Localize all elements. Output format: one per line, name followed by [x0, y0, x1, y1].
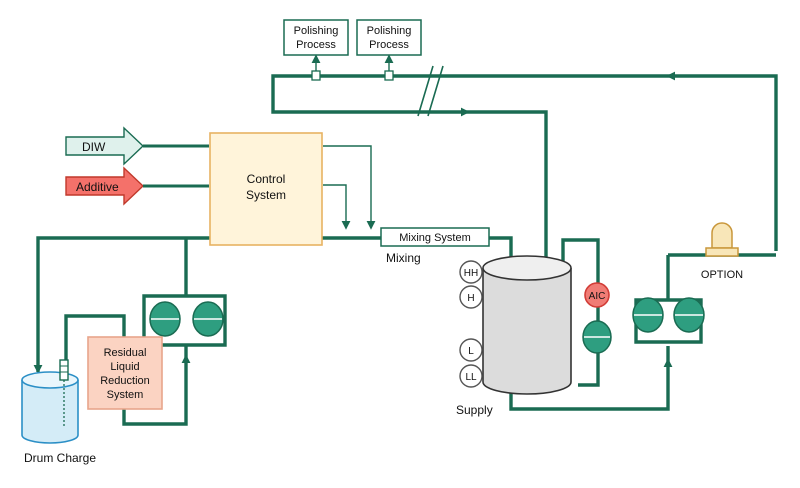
additive-bypass-line [323, 184, 351, 230]
residual-system-box: Residual Liquid Reduction System [87, 336, 163, 410]
level-switch-hh: HH [459, 260, 483, 284]
mixing-caption: Mixing [386, 251, 421, 265]
polishing-2-line1: Polishing [367, 25, 412, 37]
mixing-system-label: Mixing System [399, 232, 471, 244]
control-label-2: System [246, 188, 286, 202]
svg-text:H: H [467, 293, 474, 304]
mixing-system-box: Mixing System [380, 227, 490, 247]
diw-input-arrow: DIW [65, 126, 145, 166]
residual-line3: Reduction [100, 375, 150, 387]
svg-text:L: L [468, 346, 474, 357]
polishing-1-line2: Process [296, 39, 336, 51]
additive-label: Additive [76, 180, 119, 194]
polishing-2-valve [384, 70, 394, 81]
svg-text:HH: HH [464, 268, 478, 279]
left-pump-b [192, 301, 224, 337]
level-switch-l: L [459, 338, 483, 362]
right-pump-b [673, 297, 705, 333]
svg-text:AIC: AIC [589, 291, 606, 302]
drum-charge-label: Drum Charge [24, 451, 96, 465]
polishing-process-2: Polishing Process [356, 19, 422, 56]
supply-outlet-pipe [509, 346, 670, 411]
option-label: OPTION [701, 269, 743, 281]
polishing-1-valve [311, 70, 321, 81]
residual-line4: System [107, 389, 144, 401]
polishing-process-1: Polishing Process [283, 19, 349, 56]
level-switch-ll: LL [459, 364, 483, 388]
polishing-2-line2: Process [369, 39, 409, 51]
control-system-box: Control System [209, 132, 323, 246]
supply-label: Supply [456, 403, 493, 417]
option-beacon-icon [705, 222, 739, 257]
aic-indicator: AIC [584, 282, 610, 308]
diw-bypass-line [323, 145, 376, 230]
polishing-1-line1: Polishing [294, 25, 339, 37]
control-label-1: Control [247, 172, 286, 186]
additive-input-arrow: Additive [65, 166, 145, 206]
supply-tank [482, 255, 572, 395]
residual-line1: Residual [104, 347, 147, 359]
left-pump-a [149, 301, 181, 337]
right-pump-a [632, 297, 664, 333]
svg-text:LL: LL [465, 372, 477, 383]
level-switch-h: H [459, 285, 483, 309]
aic-pump [582, 320, 612, 354]
drum-charge-container [21, 359, 79, 444]
diw-label: DIW [82, 140, 106, 154]
polishing-loop-pipe [271, 74, 778, 268]
residual-line2: Liquid [110, 361, 139, 373]
pipe-break-mark [417, 65, 444, 117]
right-pump-loop [634, 255, 703, 344]
